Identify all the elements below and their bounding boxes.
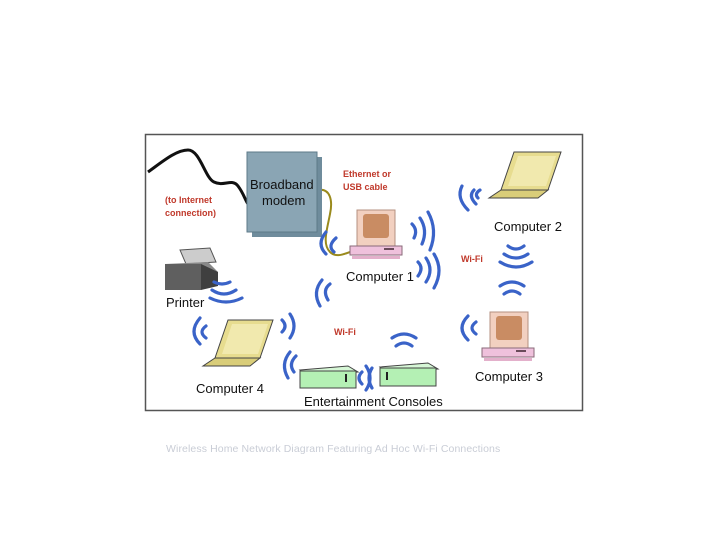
computer1-label: Computer 1: [346, 269, 414, 284]
wifi-signal-icon: [458, 184, 482, 212]
computer3-label: Computer 3: [475, 369, 543, 384]
modem-label-line1: Broadband: [250, 177, 314, 192]
wifi-signal-icon: [314, 278, 332, 308]
wifi-signal-icon: [357, 364, 374, 392]
wifi-signal-icon: [460, 314, 478, 342]
consoles-label: Entertainment Consoles: [304, 394, 443, 409]
console-right-icon: [378, 362, 440, 387]
wifi-label-right: Wi-Fi: [461, 254, 483, 264]
wifi-signal-icon: [282, 350, 298, 380]
wifi-signal-icon: [390, 332, 418, 348]
modem-label-line2: modem: [262, 193, 305, 208]
wifi-waves: [192, 184, 534, 392]
wifi-signal-icon: [280, 312, 296, 340]
wifi-signal-icon: [416, 252, 441, 290]
wifi-signal-icon: [498, 280, 526, 296]
wifi-label-center: Wi-Fi: [334, 327, 356, 337]
computer2-label: Computer 2: [494, 219, 562, 234]
internet-cable: [147, 148, 250, 205]
cable-label-line2: USB cable: [343, 182, 388, 192]
printer-label: Printer: [166, 295, 205, 310]
wifi-signal-icon: [192, 316, 208, 346]
ethernet-cable: [317, 188, 351, 257]
computer4-laptop-icon: [201, 319, 274, 367]
console-left-icon: [298, 365, 360, 389]
wifi-signal-icon: [410, 210, 436, 252]
cable-label-line1: Ethernet or: [343, 169, 392, 179]
wifi-signal-icon: [319, 230, 338, 256]
computer2-laptop-icon: [487, 151, 562, 199]
computer3-desktop-icon: [481, 311, 535, 361]
modem-icon: [246, 151, 322, 237]
computer1-desktop-icon: [349, 209, 403, 259]
wifi-signal-icon: [498, 244, 534, 269]
internet-label-line2: connection): [165, 208, 216, 218]
wifi-signal-icon: [208, 280, 244, 304]
diagram-caption: Wireless Home Network Diagram Featuring …: [166, 443, 501, 455]
internet-label-line1: (to Internet: [165, 195, 212, 205]
computer4-label: Computer 4: [196, 381, 264, 396]
